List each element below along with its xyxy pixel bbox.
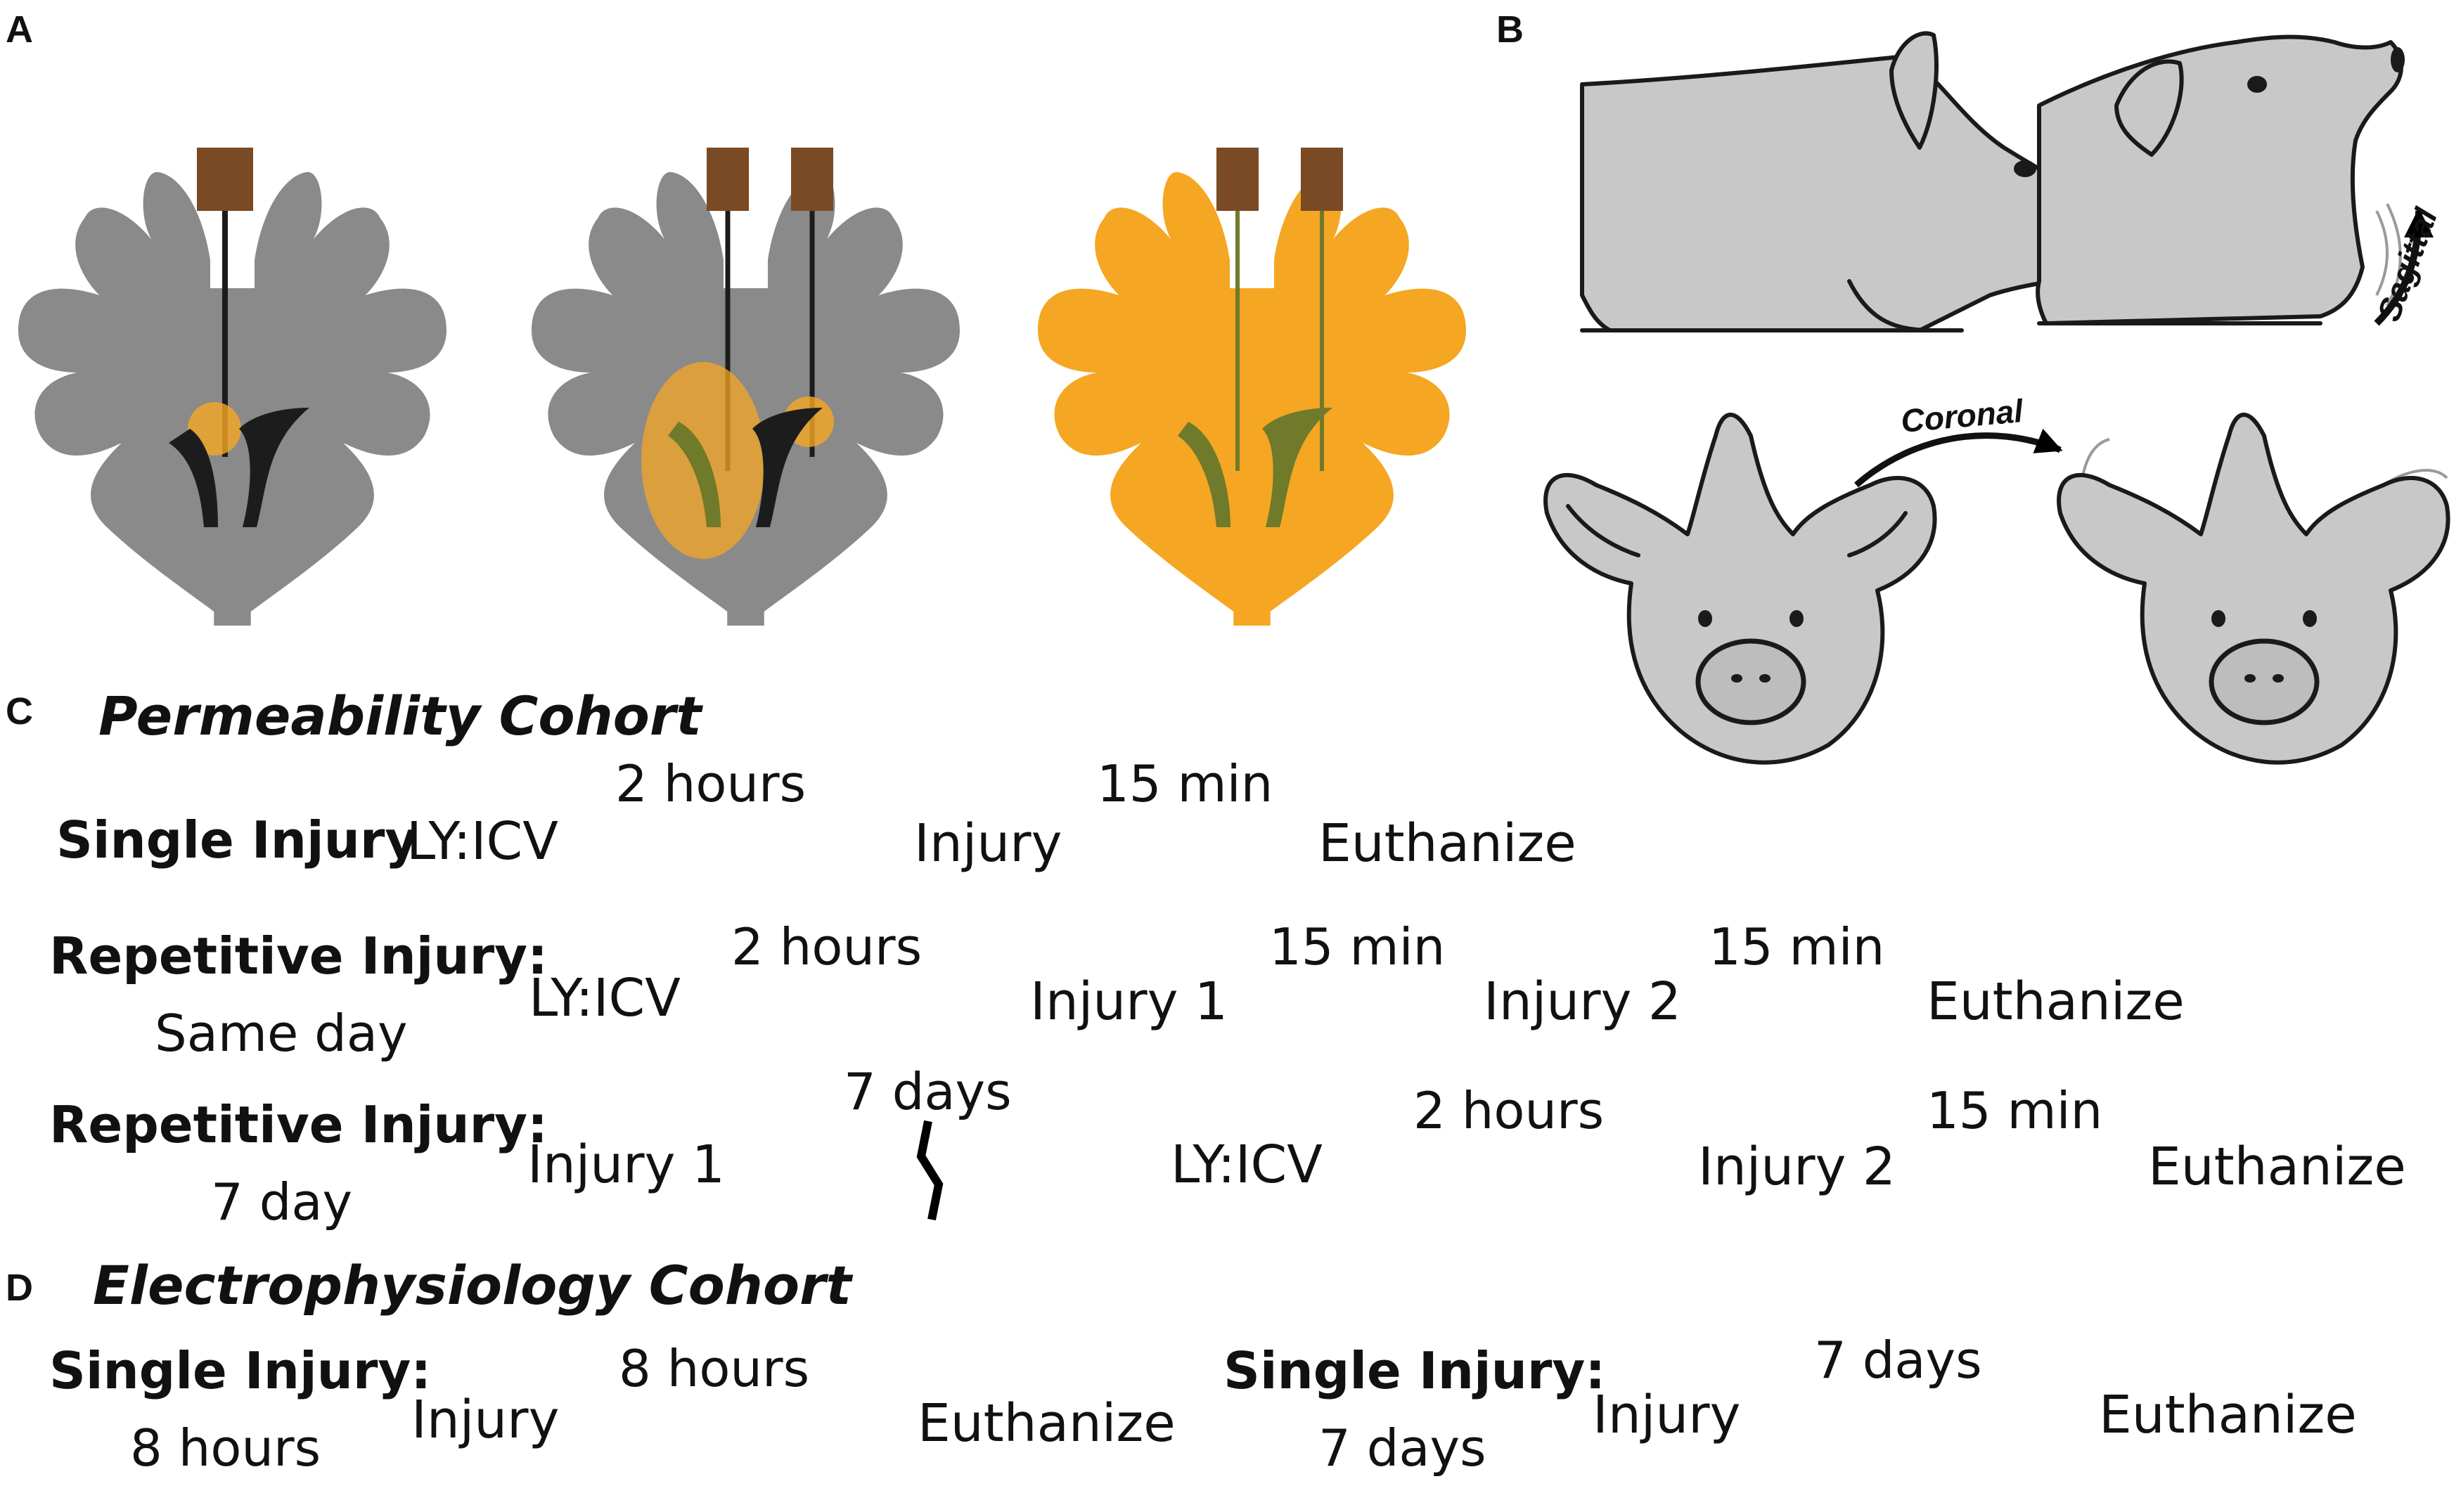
row-label: Single Injury: bbox=[49, 1341, 431, 1400]
step-injury-2: Injury 2 bbox=[1484, 971, 1681, 1032]
row-label: Single Injury bbox=[56, 810, 418, 870]
step-injury: Injury bbox=[411, 1390, 559, 1450]
step-injury-2: Injury 2 bbox=[1698, 1137, 1896, 1197]
pig-side-rotated: Sagittal bbox=[2036, 34, 2445, 326]
step-injury-1: Injury 1 bbox=[527, 1135, 725, 1195]
permeability-title: Permeability Cohort bbox=[98, 685, 703, 747]
interval-label: 2 hours bbox=[731, 917, 922, 976]
coronal-arrow-group: Coronal bbox=[1854, 392, 2063, 488]
sagittal-arrow bbox=[2374, 207, 2434, 326]
timeline-single-injury-7-days: Single Injury: 7 days Injury 7 days Euth… bbox=[1223, 1331, 2357, 1478]
needle-hub-left bbox=[1216, 148, 1259, 211]
panel-label-c: C bbox=[6, 690, 33, 732]
ventricle-right bbox=[239, 408, 309, 527]
panel-label-a: A bbox=[6, 8, 33, 51]
coronal-arrow bbox=[1854, 428, 2063, 488]
step-ly-icv: LY:ICV bbox=[529, 968, 681, 1028]
brain-diagram-single bbox=[18, 148, 446, 626]
interval-label: 2 hours bbox=[615, 754, 806, 813]
row-sublabel: 7 days bbox=[1318, 1419, 1486, 1478]
row-label: Repetitive Injury: bbox=[49, 926, 548, 986]
interval-label: 7 days bbox=[1814, 1331, 1982, 1390]
step-euthanize: Euthanize bbox=[2099, 1385, 2357, 1445]
timeline-single-injury: Single Injury LY:ICV 2 hours Injury 15 m… bbox=[56, 754, 1576, 874]
needle-hub bbox=[197, 148, 253, 211]
interval-label: 2 hours bbox=[1413, 1081, 1604, 1140]
panel-label-b: B bbox=[1496, 8, 1524, 51]
panel-label-d: D bbox=[6, 1267, 33, 1309]
step-ly-icv: LY:ICV bbox=[406, 811, 558, 872]
coronal-label: Coronal bbox=[1899, 392, 2025, 439]
interval-label: 15 min bbox=[1709, 917, 1884, 976]
pig-front-neutral bbox=[1543, 413, 1937, 765]
row-label: Single Injury: bbox=[1223, 1341, 1605, 1400]
step-injury-1: Injury 1 bbox=[1030, 971, 1228, 1032]
step-ly-icv: LY:ICV bbox=[1171, 1135, 1323, 1195]
row-label: Repetitive Injury: bbox=[49, 1095, 548, 1154]
time-break-icon bbox=[916, 1120, 944, 1221]
ventricle-left bbox=[169, 429, 218, 527]
timeline-single-injury-8-hours: Single Injury: 8 hours Injury 8 hours Eu… bbox=[49, 1339, 1176, 1478]
interval-label: 15 min bbox=[1269, 917, 1445, 976]
ventricle-right bbox=[752, 408, 823, 527]
interval-label: 15 min bbox=[1097, 754, 1273, 813]
ventricle-left bbox=[1178, 422, 1230, 527]
interval-label: 7 days bbox=[844, 1062, 1012, 1121]
needle-hub-right bbox=[791, 148, 833, 211]
step-euthanize: Euthanize bbox=[918, 1393, 1176, 1454]
ventricle-left bbox=[668, 422, 721, 527]
electrophysiology-title: Electrophysiology Cohort bbox=[93, 1254, 854, 1317]
row-sublabel: 8 hours bbox=[130, 1419, 321, 1478]
interval-label: 15 min bbox=[1927, 1081, 2102, 1140]
timeline-repetitive-same-day: Repetitive Injury: Same day LY:ICV 2 hou… bbox=[49, 917, 2185, 1063]
brain-diagram-filled bbox=[1038, 148, 1466, 626]
step-injury: Injury bbox=[914, 813, 1062, 874]
step-euthanize: Euthanize bbox=[2148, 1137, 2406, 1197]
pig-side-neutral bbox=[1580, 31, 2164, 332]
step-euthanize: Euthanize bbox=[1927, 971, 2185, 1032]
timeline-repetitive-7-day: Repetitive Injury: 7 day Injury 1 7 days… bbox=[49, 1062, 2406, 1232]
row-sublabel: Same day bbox=[155, 1004, 408, 1063]
pig-front-rotated bbox=[2057, 413, 2450, 765]
step-euthanize: Euthanize bbox=[1318, 813, 1576, 874]
interval-label: 8 hours bbox=[619, 1339, 809, 1398]
step-injury: Injury bbox=[1593, 1385, 1740, 1445]
row-sublabel: 7 day bbox=[211, 1172, 352, 1232]
ventricle-right bbox=[1262, 408, 1332, 527]
brain-diagram-double bbox=[532, 148, 960, 626]
needle-hub-left bbox=[707, 148, 749, 211]
needle-hub-right bbox=[1301, 148, 1343, 211]
